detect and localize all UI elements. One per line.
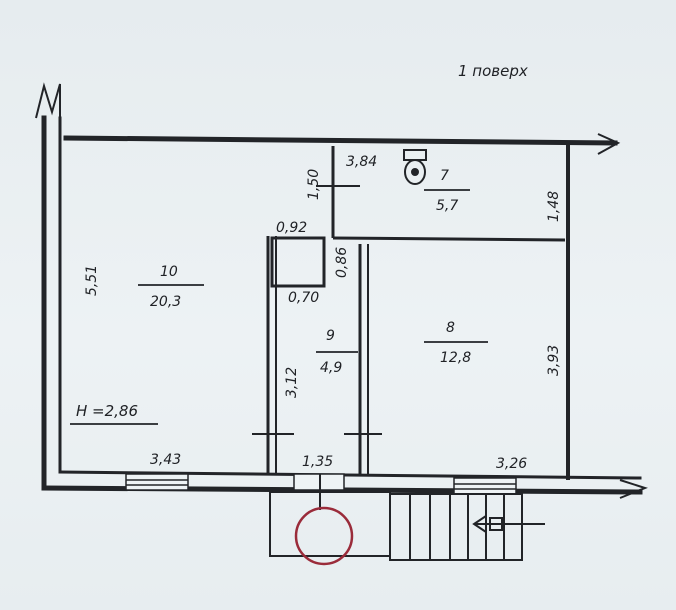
porch bbox=[269, 491, 545, 561]
window-right bbox=[453, 477, 517, 495]
break-mark-top-left bbox=[35, 82, 61, 119]
break-marks bbox=[35, 82, 648, 499]
door-ticks bbox=[252, 185, 382, 435]
porch-platform bbox=[269, 491, 391, 557]
room-10-area: 20,3 bbox=[150, 294, 181, 310]
dim-right-room8: 3,93 bbox=[546, 345, 562, 376]
room-7-area: 5,7 bbox=[436, 198, 458, 214]
dim-bottom-left: 3,43 bbox=[150, 452, 181, 468]
outer-walls bbox=[41, 115, 643, 495]
window-left bbox=[125, 473, 189, 491]
room-10-number: 10 bbox=[160, 264, 178, 280]
toilet-icon bbox=[403, 149, 427, 185]
closet bbox=[270, 236, 326, 288]
dim-closet-bottom: 0,70 bbox=[288, 290, 319, 306]
floor-label: 1 поверх bbox=[458, 62, 528, 80]
room-9-number: 9 bbox=[326, 328, 335, 344]
dim-wc-partition: 1,50 bbox=[306, 169, 322, 200]
break-mark-bottom-right bbox=[619, 479, 648, 499]
room-9-area: 4,9 bbox=[320, 360, 342, 376]
manhole-circle bbox=[294, 506, 354, 566]
dim-bottom-right: 3,26 bbox=[496, 456, 527, 472]
bottom-wall-inner bbox=[58, 470, 642, 480]
manhole bbox=[294, 474, 354, 566]
dim-right-wc: 1,48 bbox=[546, 191, 562, 222]
room-8-number: 8 bbox=[446, 320, 455, 336]
dim-closet-height: 0,86 bbox=[334, 247, 350, 278]
height-label: H =2,86 bbox=[76, 402, 138, 420]
wc-bottom-partition bbox=[332, 236, 566, 242]
top-wall bbox=[63, 135, 618, 146]
dim-closet-width: 0,92 bbox=[276, 220, 307, 236]
dim-corridor-height: 3,12 bbox=[284, 367, 300, 398]
room-8-area: 12,8 bbox=[440, 350, 471, 366]
stairs bbox=[389, 493, 523, 561]
dim-left-wall: 5,51 bbox=[84, 265, 100, 296]
break-mark-top-right bbox=[597, 133, 621, 155]
dim-top-wc-width: 3,84 bbox=[346, 154, 377, 170]
dim-bottom-mid: 1,35 bbox=[302, 454, 333, 470]
room-fraction-lines bbox=[70, 189, 488, 425]
room-7-number: 7 bbox=[440, 168, 449, 184]
